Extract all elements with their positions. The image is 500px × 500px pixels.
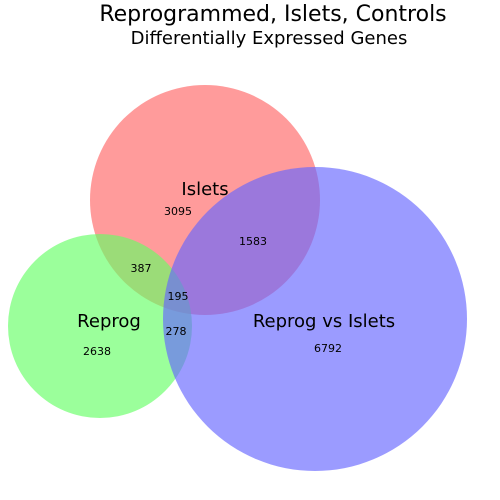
all-three-count: 195 (168, 290, 189, 303)
reprog-vs-islets-circle (163, 167, 467, 471)
reprog-label: Reprog (77, 311, 141, 332)
diagram-title: Reprogrammed, Islets, Controls (99, 2, 446, 27)
reprog-reprog-vs-islets-count: 278 (166, 325, 187, 338)
reprog-circle (8, 234, 192, 418)
diagram-subtitle: Differentially Expressed Genes (131, 28, 408, 49)
reprog-only-count: 2638 (83, 345, 111, 358)
islets-only-count: 3095 (164, 205, 192, 218)
reprog-vs-islets-only-count: 6792 (314, 342, 342, 355)
islets-label: Islets (181, 179, 228, 200)
islets-reprog-vs-islets-count: 1583 (239, 235, 267, 248)
reprog-vs-islets-label: Reprog vs Islets (253, 311, 395, 332)
islets-reprog-count: 387 (131, 262, 152, 275)
